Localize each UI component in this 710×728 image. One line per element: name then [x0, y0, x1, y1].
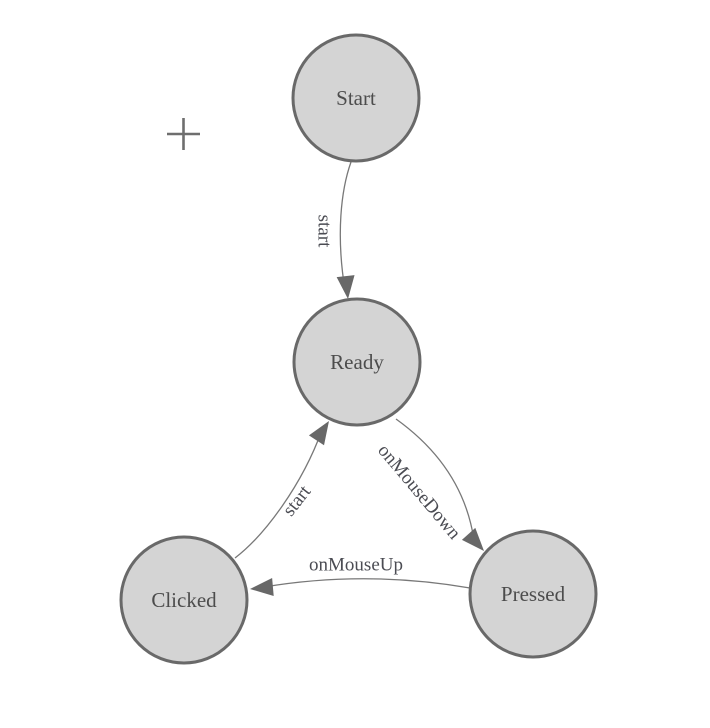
- arrowhead-icon: [461, 527, 484, 551]
- edge-ready-to-pressed[interactable]: onMouseDown: [373, 418, 490, 557]
- arrowhead-icon: [250, 578, 274, 596]
- state-circle-ready[interactable]: [292, 297, 422, 427]
- edge-label-onmouseup: onMouseUp: [309, 555, 403, 576]
- edge-label-start-1: start: [314, 215, 335, 248]
- edge-label-onmousedown: onMouseDown: [373, 440, 465, 544]
- edge-pressed-to-clicked-line[interactable]: [263, 578, 471, 589]
- edge-pressed-to-clicked[interactable]: onMouseUp: [249, 555, 471, 598]
- origin-crosshair-icon: [167, 118, 200, 150]
- state-circle-pressed[interactable]: [468, 529, 598, 659]
- edge-start-to-ready-line[interactable]: [339, 161, 352, 291]
- edge-ready-to-pressed-line[interactable]: [395, 418, 475, 541]
- edge-label-start-2: start: [279, 481, 316, 520]
- state-node-clicked[interactable]: Clicked: [119, 535, 249, 665]
- state-node-start[interactable]: Start: [291, 33, 421, 163]
- arrowhead-icon: [308, 421, 329, 446]
- state-circle-start[interactable]: [291, 33, 421, 163]
- edge-clicked-to-ready[interactable]: start: [234, 416, 337, 559]
- state-circle-clicked[interactable]: [119, 535, 249, 665]
- arrowhead-icon: [336, 275, 355, 299]
- state-node-ready[interactable]: Ready: [292, 297, 422, 427]
- edge-start-to-ready[interactable]: start: [314, 161, 357, 300]
- edge-clicked-to-ready-line[interactable]: [234, 429, 323, 559]
- state-node-pressed[interactable]: Pressed: [468, 529, 598, 659]
